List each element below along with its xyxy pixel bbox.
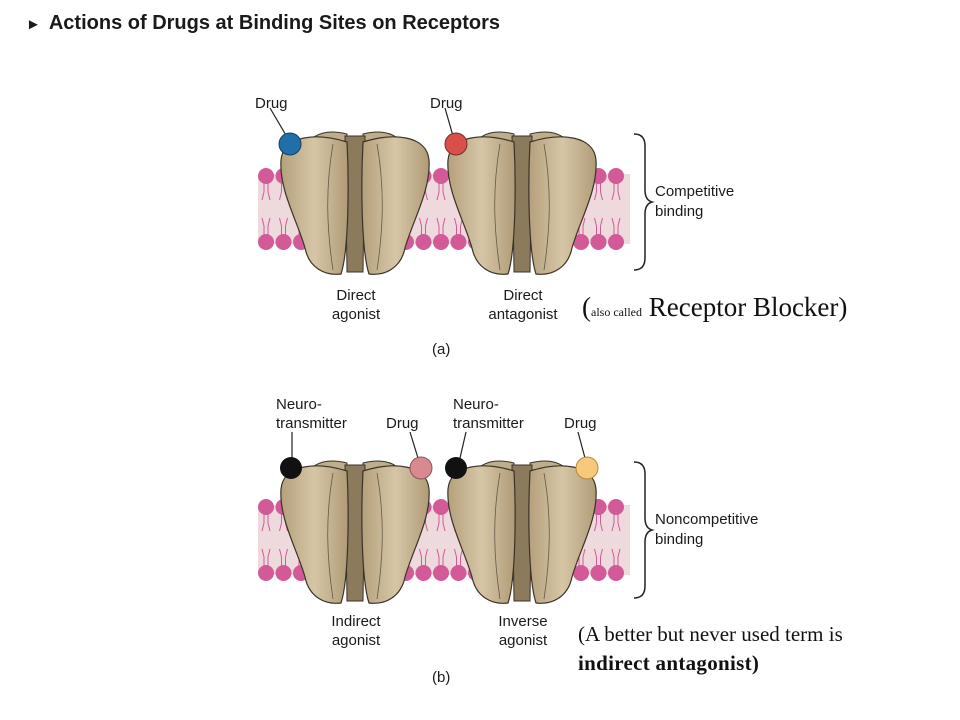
note-also-called: also called: [591, 305, 642, 319]
neurotransmitter-dot-right: [445, 457, 467, 479]
drug-red-dot: [444, 132, 468, 156]
drug-blue-dot: [278, 132, 302, 156]
drug-label-a-right: Drug: [430, 95, 463, 112]
competitive-label-1: Competitive: [655, 183, 734, 200]
panel-b: Neuro- transmitter Drug Neuro- transmitt…: [258, 396, 758, 686]
competitive-bracket: [633, 133, 655, 271]
panel-a: Drug Drug Competitive binding Direct ago…: [255, 95, 734, 358]
receptor-label-indirect-agonist-2: agonist: [332, 632, 381, 649]
receptor-b-left: [280, 460, 430, 604]
receptor-b-right: [447, 460, 597, 604]
drug-label-b-right: Drug: [564, 415, 597, 432]
neurotransmitter-dot-left: [280, 457, 302, 479]
receptor-label-direct-agonist-1: Direct: [336, 287, 376, 304]
receptor-label-inverse-agonist-2: agonist: [499, 632, 548, 649]
nt-label-right-2: transmitter: [453, 415, 524, 432]
note-open-paren: (: [582, 292, 591, 322]
panel-a-label: (a): [432, 341, 450, 358]
drug-label-b-left: Drug: [386, 415, 419, 432]
receptor-label-direct-antagonist-1: Direct: [503, 287, 543, 304]
drug-label-a-left: Drug: [255, 95, 288, 112]
triangle-bullet-icon: ►: [26, 16, 41, 33]
drug-pink-dot: [409, 456, 433, 480]
receptor-a-left: [280, 131, 430, 275]
competitive-label-2: binding: [655, 203, 703, 220]
page-title: ► Actions of Drugs at Binding Sites on Re…: [26, 12, 500, 35]
receptor-label-indirect-agonist-1: Indirect: [331, 613, 381, 630]
panel-b-label: (b): [432, 669, 450, 686]
nt-label-right-1: Neuro-: [453, 396, 499, 413]
noncompetitive-label-1: Noncompetitive: [655, 511, 758, 528]
nt-label-left-1: Neuro-: [276, 396, 322, 413]
receptor-blocker-note: (also called Receptor Blocker): [582, 292, 847, 323]
receptor-label-inverse-agonist-1: Inverse: [498, 613, 547, 630]
drug-yellow-dot: [575, 456, 599, 480]
title-text: Actions of Drugs at Binding Sites on Rec…: [48, 12, 501, 34]
receptor-a-right: [447, 131, 597, 275]
receptor-label-direct-agonist-2: agonist: [332, 306, 381, 323]
note-b-line2: indirect antagonist): [578, 651, 760, 675]
noncompetitive-bracket: [633, 461, 655, 599]
receptor-label-direct-antagonist-2: antagonist: [488, 306, 558, 323]
noncompetitive-label-2: binding: [655, 531, 703, 548]
note-receptor-blocker: Receptor Blocker): [641, 292, 848, 322]
note-b-line1: (A better but never used term is: [578, 622, 843, 646]
nt-label-left-2: transmitter: [276, 415, 347, 432]
indirect-antagonist-note: (A better but never used term is indirec…: [578, 620, 843, 678]
